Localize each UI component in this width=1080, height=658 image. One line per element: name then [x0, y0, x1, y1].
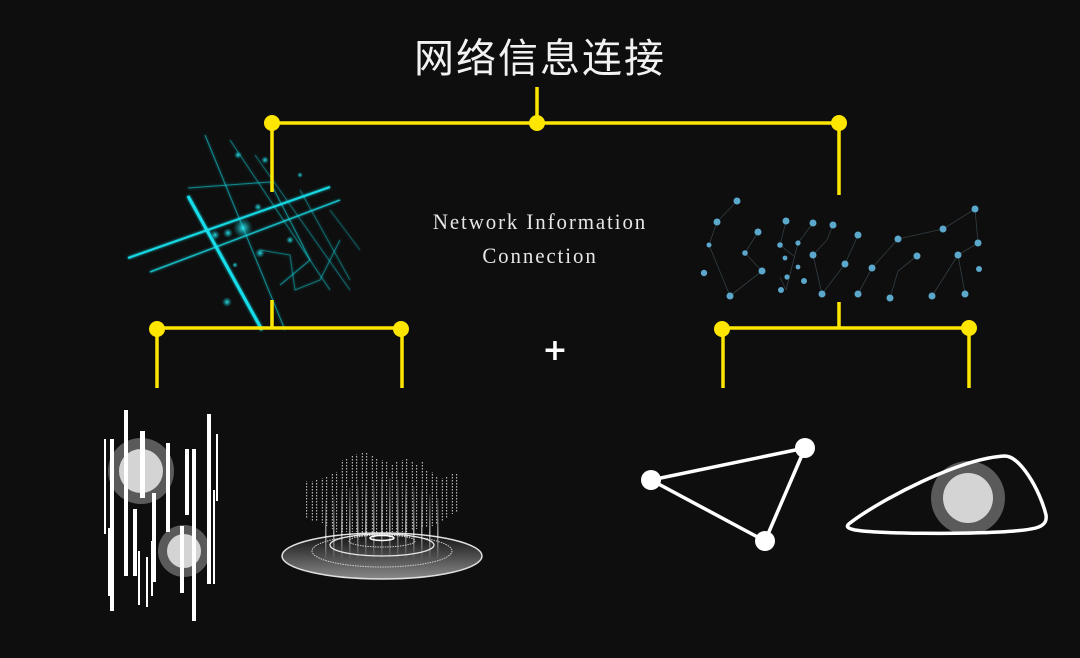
- subtitle: Network Information Connection: [388, 205, 692, 273]
- node-dot-top-right: [831, 115, 847, 131]
- subtitle-line-2: Connection: [482, 243, 598, 268]
- page-title: 网络信息连接: [414, 36, 666, 82]
- node-dot-left-2: [393, 321, 409, 337]
- node-dot-right-1: [714, 321, 730, 337]
- plus-sign: +: [542, 333, 568, 368]
- node-dot-left-1: [149, 321, 165, 337]
- node-dot-top-left: [264, 115, 280, 131]
- subtitle-line-1: Network Information: [432, 209, 648, 234]
- node-dot-top-center: [529, 115, 545, 131]
- node-dot-right-2: [961, 320, 977, 336]
